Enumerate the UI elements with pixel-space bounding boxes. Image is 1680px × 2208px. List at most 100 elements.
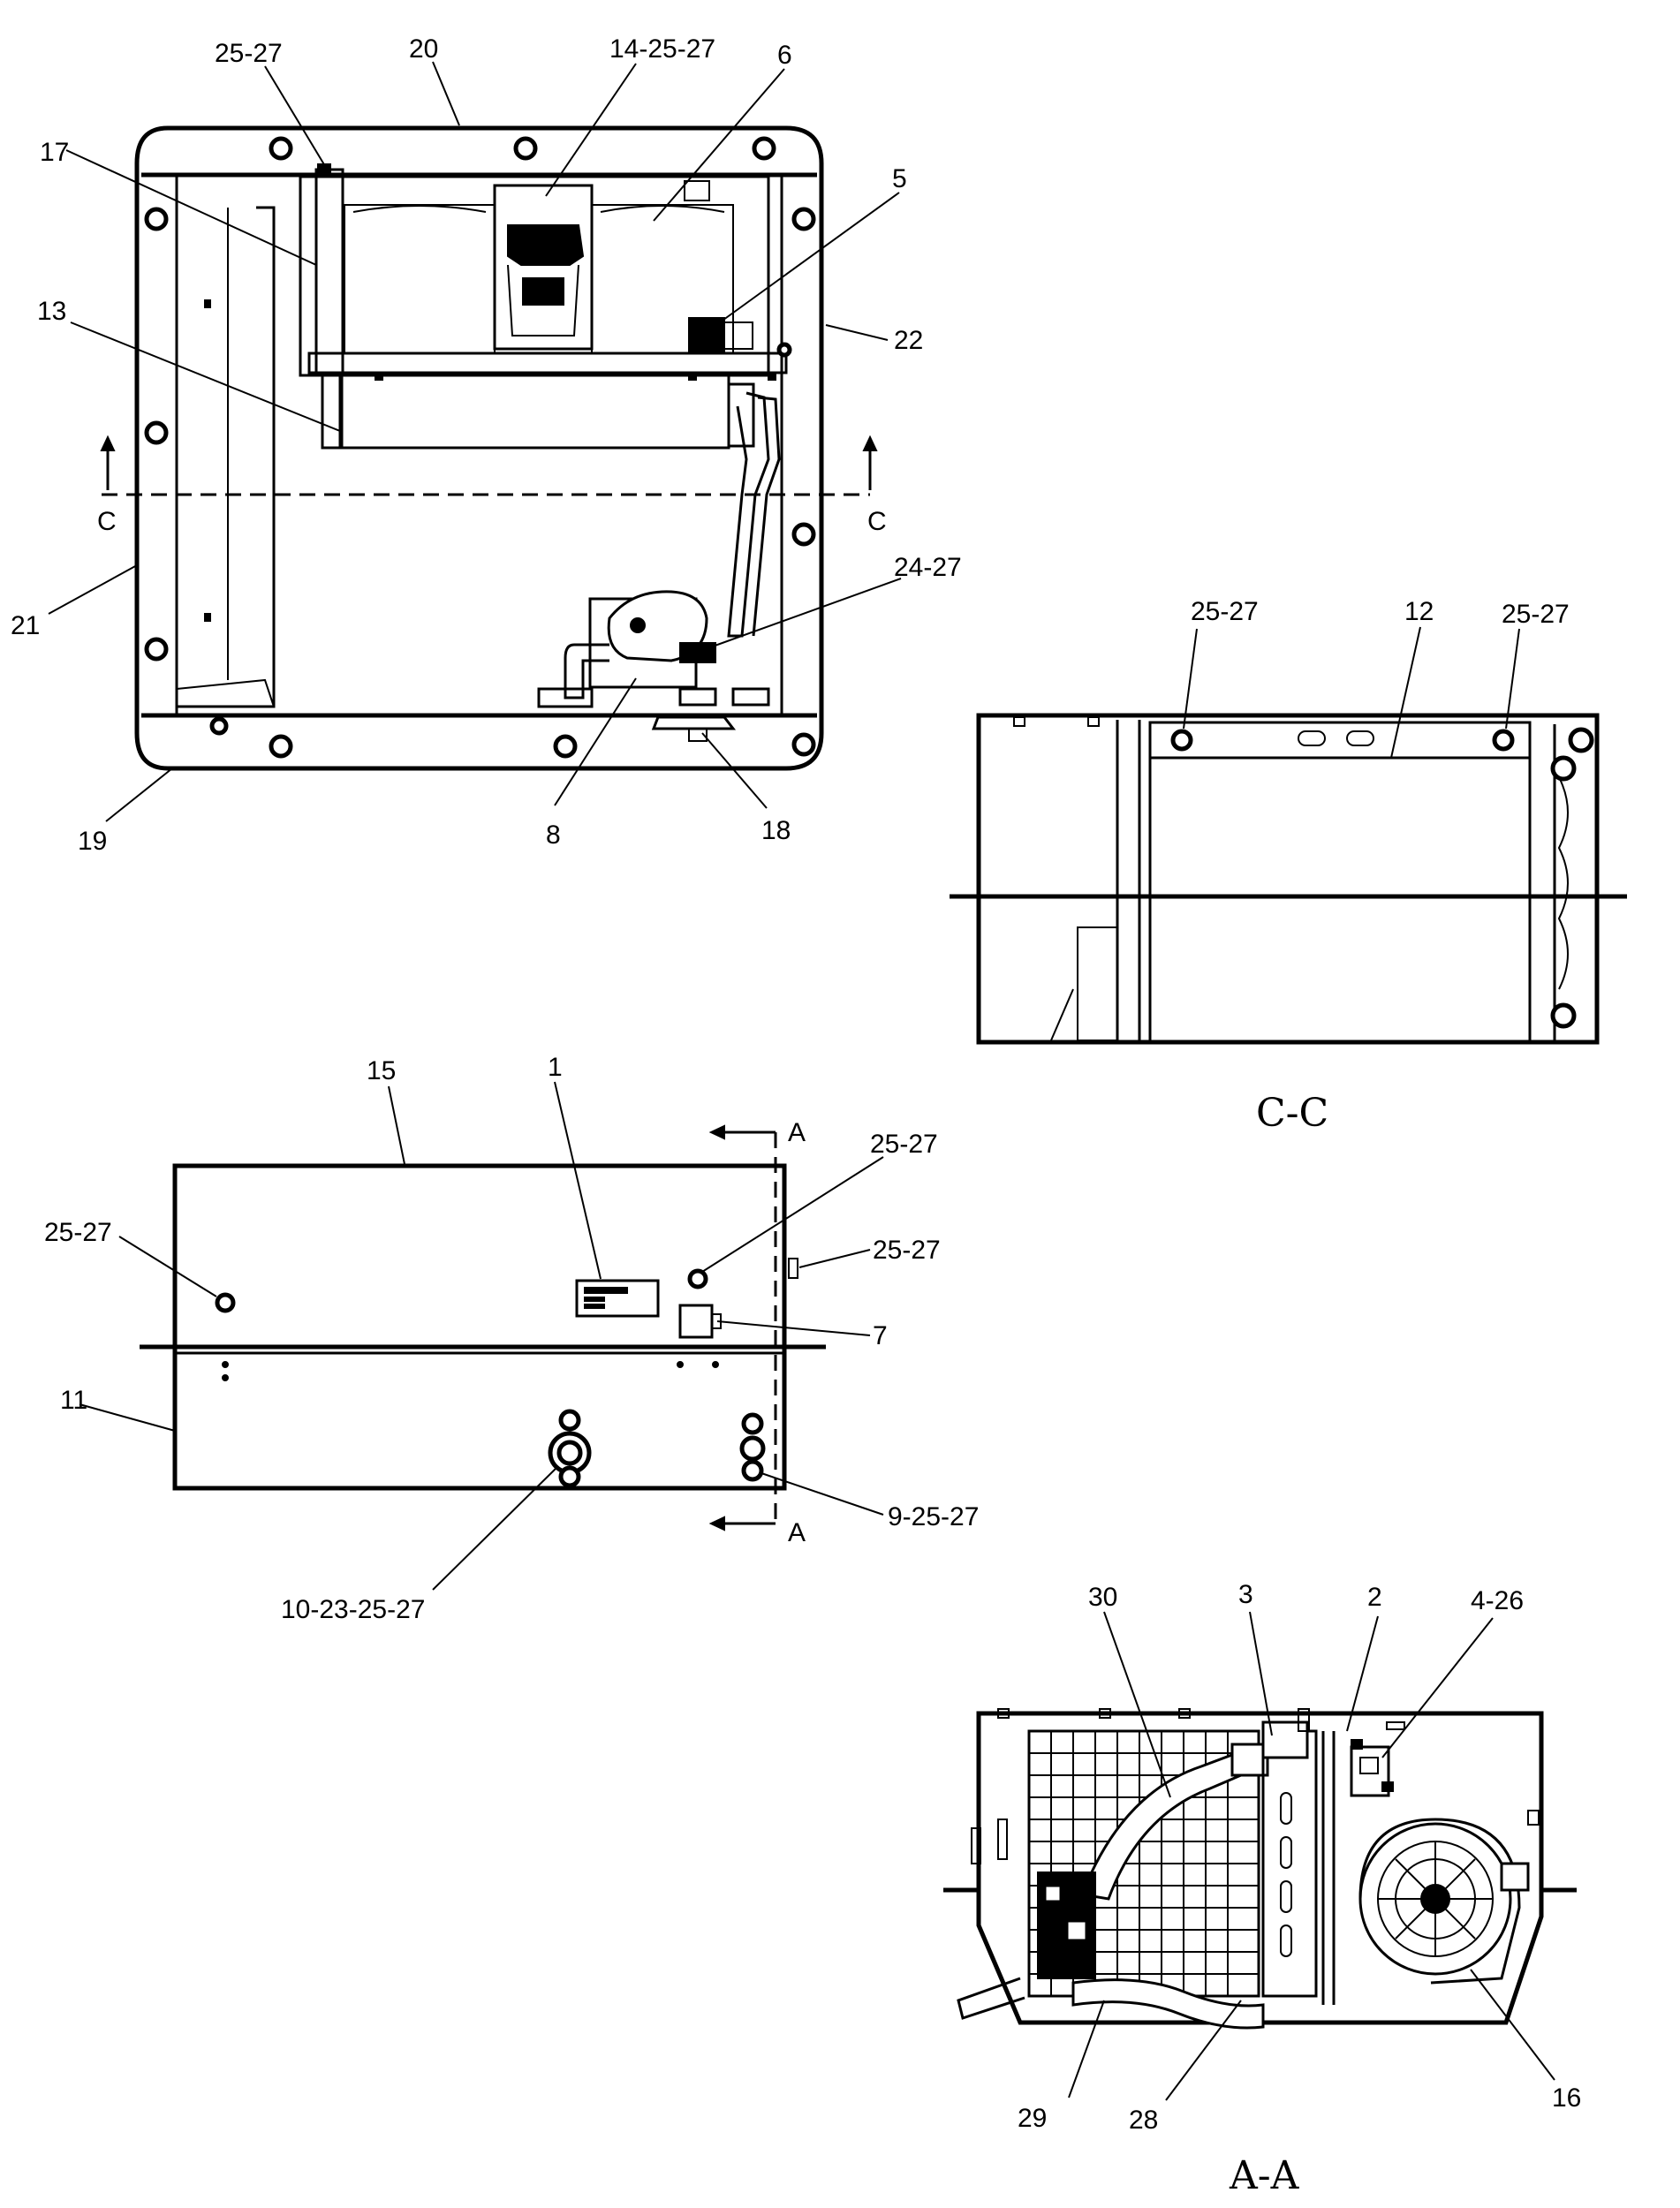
bolt-head: [209, 716, 229, 736]
leader: [701, 732, 768, 809]
callout-6: 6: [777, 41, 792, 70]
tab: [1178, 1708, 1191, 1719]
pipe-fitting: [558, 1409, 581, 1432]
leader: [105, 768, 173, 822]
section-aa-title: A-A: [1229, 2153, 1300, 2198]
pipe-fitting: [558, 1465, 581, 1488]
mounting-hole: [791, 207, 816, 231]
nameplate-text-mark: [584, 1287, 628, 1294]
dot: [222, 1374, 229, 1381]
callout-10-23-25-27: 10-23-25-27: [281, 1595, 425, 1624]
slot: [1280, 1880, 1292, 1913]
drain-tab: [651, 715, 737, 730]
leader: [554, 1081, 602, 1280]
leader: [1390, 626, 1421, 759]
water-hose: [727, 391, 770, 638]
tab: [1013, 716, 1025, 727]
leader: [1470, 1969, 1555, 2081]
pipe-clamp: [537, 687, 594, 708]
leader: [432, 1465, 559, 1591]
relay: [1350, 1745, 1390, 1797]
mounting-hole: [215, 1292, 236, 1313]
mounting-hole: [513, 136, 538, 161]
leader: [825, 324, 889, 341]
pipe-end: [1568, 727, 1594, 753]
left-duct: [175, 206, 276, 708]
blower-wheel-left: [344, 204, 496, 354]
leader: [264, 65, 326, 167]
callout-1: 1: [548, 1053, 563, 1082]
dot: [222, 1361, 229, 1368]
arrow-head: [100, 435, 116, 451]
valve-port: [1065, 1919, 1088, 1942]
callout-18: 18: [761, 816, 791, 845]
drain-fitting: [741, 1459, 764, 1482]
callout-9-25-27: 9-25-27: [888, 1502, 979, 1531]
rivet: [204, 299, 211, 308]
duct-flap: [1050, 988, 1074, 1041]
leader: [1249, 1611, 1273, 1736]
leader: [1346, 1615, 1379, 1732]
section-aa-view: 30 3 2 4-26 29 28 16 A-A: [943, 1580, 1581, 2198]
slot: [1280, 1924, 1292, 1957]
leader: [1068, 2000, 1105, 2098]
valve-pipe: [564, 643, 609, 699]
leader: [388, 1085, 405, 1165]
mounting-hole: [1492, 729, 1515, 752]
callout-25-27: 25-27: [44, 1218, 112, 1247]
callout-13: 13: [37, 297, 66, 326]
slot: [1280, 1792, 1292, 1825]
connector: [688, 317, 725, 354]
mounting-hole: [791, 522, 816, 547]
side-bracket: [314, 168, 344, 374]
mounting-hole: [269, 136, 293, 161]
section-mark-c-right: C: [867, 507, 887, 536]
leader: [554, 677, 637, 806]
motor-terminal: [522, 277, 564, 306]
mounting-hole: [1170, 729, 1193, 752]
leader: [1103, 1611, 1171, 1798]
heater-core-section: [1148, 721, 1532, 760]
tab: [1099, 1708, 1111, 1719]
leader: [697, 578, 902, 653]
callout-21: 21: [11, 611, 40, 640]
bolt: [1298, 1708, 1310, 1732]
section-cc-outline: [976, 713, 1600, 1045]
motor-connector: [1500, 1862, 1530, 1892]
section-cc-title: C-C: [1256, 1091, 1328, 1136]
callout-25-27: 25-27: [215, 39, 283, 68]
leader: [545, 63, 637, 197]
leader: [653, 68, 785, 222]
callout-3: 3: [1238, 1580, 1253, 1609]
leader: [761, 1472, 884, 1516]
coil-profile: [1557, 776, 1569, 990]
connector-housing: [723, 321, 753, 350]
callout-15: 15: [367, 1056, 396, 1085]
arrow-head: [862, 435, 878, 451]
motor-shell: [507, 264, 579, 336]
duct-panel: [1077, 926, 1118, 1041]
tab: [1386, 1721, 1405, 1730]
mounting-hole: [144, 207, 169, 231]
mounting-hole: [553, 734, 578, 759]
heater-core-tank: [321, 374, 344, 450]
relay-clip: [1381, 1781, 1394, 1792]
bolt: [776, 342, 792, 358]
bracket-3: [1261, 1729, 1318, 1998]
callout-20: 20: [409, 34, 438, 64]
heater-core: [338, 374, 730, 450]
callout-24-27: 24-27: [894, 553, 962, 582]
callout-2: 2: [1367, 1583, 1382, 1612]
mounting-hole: [269, 734, 293, 759]
drain-fitting: [739, 1435, 766, 1462]
valve-actuator: [679, 642, 716, 663]
leader: [1183, 628, 1198, 730]
leader: [432, 61, 460, 126]
small-bracket: [684, 180, 710, 201]
leader: [79, 1403, 176, 1432]
mounting-hole: [752, 136, 776, 161]
hose-clamp: [1230, 1743, 1269, 1777]
leader: [65, 149, 317, 266]
nameplate: [575, 1279, 660, 1318]
section-cc-view: 25-27 12 25-27 C-C: [950, 597, 1627, 1136]
